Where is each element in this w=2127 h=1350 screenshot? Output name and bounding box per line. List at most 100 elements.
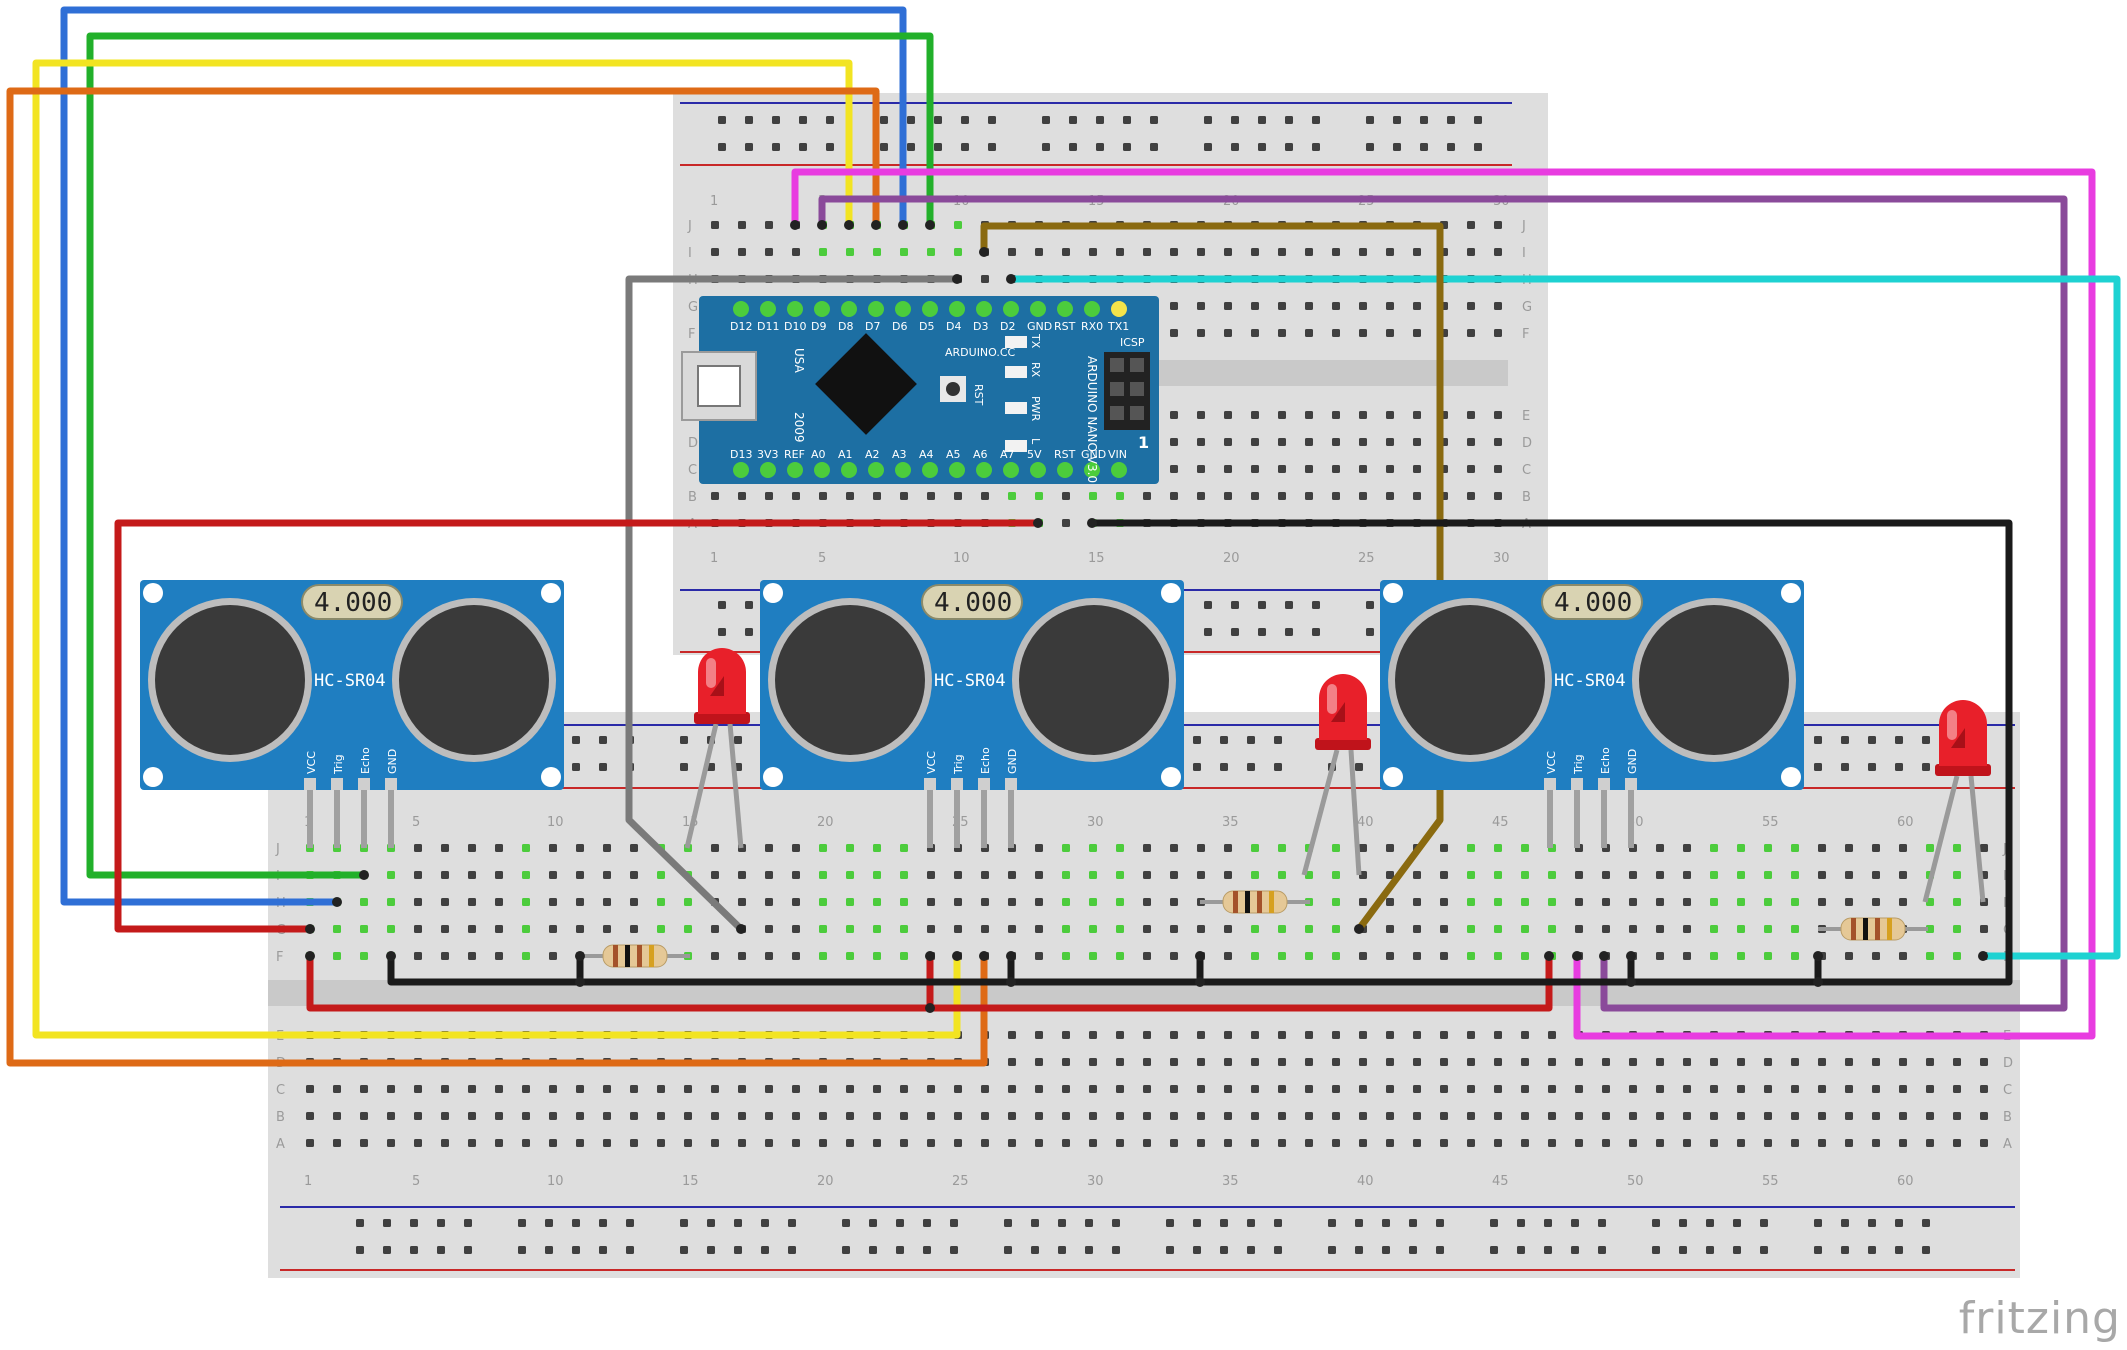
terminal-hole [1818,1139,1826,1147]
terminal-hole [360,1139,368,1147]
terminal-hole [1197,302,1205,310]
rail-hole [772,143,780,151]
terminal-hole [1224,438,1232,446]
terminal-hole [738,898,746,906]
terminal-hole [1251,492,1259,500]
onboard-led [1005,366,1027,378]
terminal-hole [1710,952,1718,960]
nano-pin-label: D8 [838,320,853,333]
row-label: C [1522,463,1531,478]
wire-black-end [1006,977,1016,987]
terminal-hole [414,952,422,960]
terminal-hole [576,898,584,906]
led-rim [694,712,750,724]
wire-cyan [1007,275,2121,960]
terminal-hole [1683,1058,1691,1066]
terminal-hole [1791,1112,1799,1120]
sensor-pin-label: GND [386,749,399,774]
rail-hole [869,1219,877,1227]
terminal-hole [576,1139,584,1147]
terminal-hole [333,925,341,933]
terminal-hole [1035,898,1043,906]
column-number: 20 [817,815,834,830]
terminal-hole [1089,1085,1097,1093]
resistor-band [1269,891,1274,913]
sensor-pin-label: Trig [332,754,345,775]
terminal-hole [630,844,638,852]
terminal-hole [1467,492,1475,500]
nano-pin-label: A5 [946,448,961,461]
rail-hole [1922,1219,1930,1227]
rail-hole [923,1219,931,1227]
column-number: 5 [412,1174,420,1189]
terminal-hole [387,925,395,933]
terminal-hole [1413,925,1421,933]
terminal-hole [1305,1085,1313,1093]
terminal-hole [1764,898,1772,906]
rail-hole [707,763,715,771]
wire-orange-end [979,951,989,961]
terminal-hole [1224,1031,1232,1039]
rail-hole [1031,1219,1039,1227]
terminal-hole [1926,1085,1934,1093]
terminal-hole [1035,925,1043,933]
terminal-hole [1224,1058,1232,1066]
terminal-hole [1980,925,1988,933]
transducer [399,605,549,755]
rail-hole [1652,1219,1660,1227]
terminal-hole [1359,438,1367,446]
icsp-pin [1110,406,1124,420]
sensor-header [1625,778,1637,790]
mount-hole [1781,583,1801,603]
rail-hole [680,1219,688,1227]
terminal-hole [630,898,638,906]
rail-hole [1069,116,1077,124]
terminal-hole [819,1112,827,1120]
terminal-hole [1143,952,1151,960]
mount-hole [1161,583,1181,603]
led-highlight [706,658,716,688]
terminal-hole [1872,871,1880,879]
terminal-hole [306,1085,314,1093]
terminal-hole [1170,1112,1178,1120]
nano-pin-label: A3 [892,448,907,461]
terminal-hole [981,898,989,906]
terminal-hole [1521,871,1529,879]
terminal-hole [1386,329,1394,337]
terminal-hole [1089,844,1097,852]
terminal-hole [1818,1085,1826,1093]
terminal-hole [1629,1139,1637,1147]
column-number: 40 [1357,815,1374,830]
terminal-hole [387,1139,395,1147]
terminal-hole [1656,1112,1664,1120]
terminal-hole [1116,844,1124,852]
terminal-hole [738,248,746,256]
terminal-hole [1008,248,1016,256]
nano-pin [868,301,884,317]
terminal-hole [1413,952,1421,960]
terminal-hole [1494,952,1502,960]
sensor-header [1598,778,1610,790]
terminal-hole [522,925,530,933]
terminal-hole [333,1112,341,1120]
terminal-hole [1251,1139,1259,1147]
terminal-hole [1386,871,1394,879]
nano-pin-label: A6 [973,448,988,461]
row-label: D [2003,1056,2013,1071]
terminal-hole [792,844,800,852]
rail-hole [1895,763,1903,771]
terminal-hole [792,871,800,879]
rail-hole [1042,143,1050,151]
terminal-hole [1548,1112,1556,1120]
nano-l-label: L [1029,438,1042,445]
rail-hole [383,1219,391,1227]
terminal-hole [1926,1139,1934,1147]
sensor-pin-label: Echo [979,747,992,774]
column-number: 35 [1222,815,1239,830]
terminal-hole [1494,465,1502,473]
terminal-hole [1764,952,1772,960]
terminal-hole [1251,1112,1259,1120]
terminal-hole [1845,952,1853,960]
terminal-hole [1737,844,1745,852]
